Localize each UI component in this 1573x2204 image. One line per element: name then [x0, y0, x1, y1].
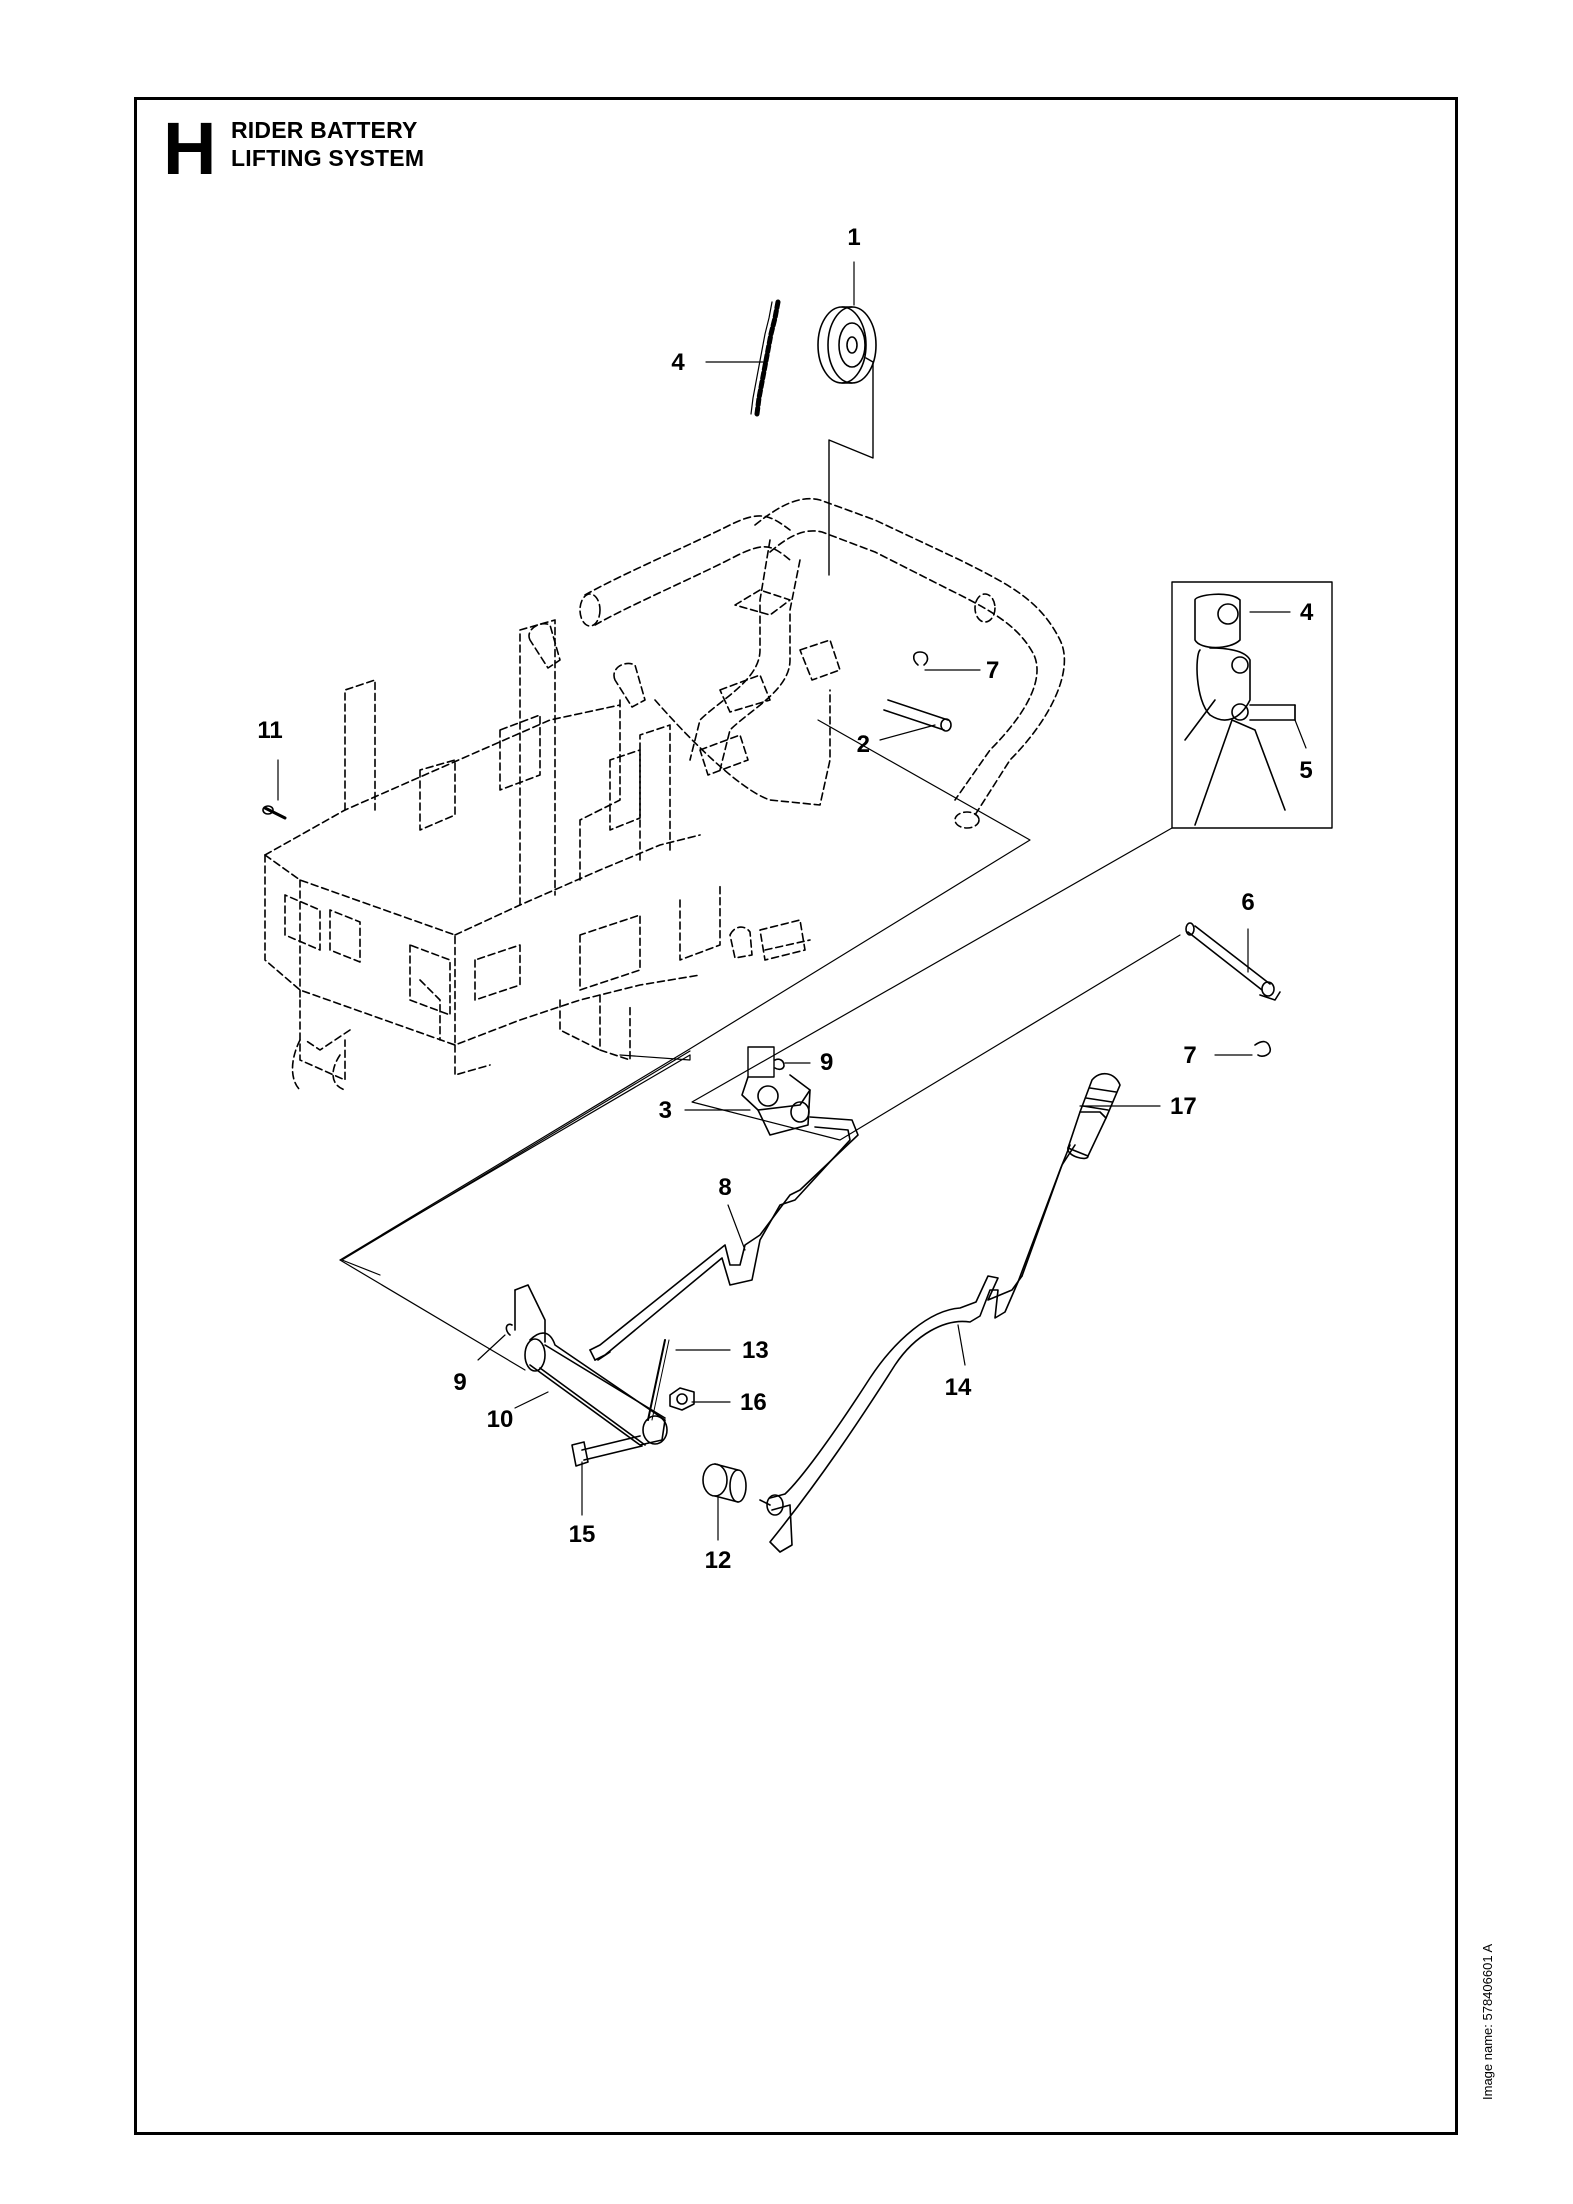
- bolt-part-11: [262, 805, 287, 820]
- callout-13: 13: [742, 1337, 769, 1364]
- callout-10: 10: [487, 1406, 514, 1433]
- nut-part-16: [669, 1387, 695, 1411]
- section-title-line1: RIDER BATTERY: [231, 117, 418, 143]
- callout-15: 15: [569, 1521, 596, 1548]
- callout-5-inset: 5: [1299, 757, 1312, 784]
- frame-tube: [579, 498, 1066, 829]
- bushing-part-12: [702, 1463, 747, 1503]
- pin-part-2: [883, 699, 952, 732]
- callout-2: 2: [857, 731, 870, 758]
- clip-part-9-lower: [505, 1323, 513, 1336]
- section-title: RIDER BATTERY LIFTING SYSTEM: [231, 116, 424, 172]
- callout-7-lower: 7: [1183, 1042, 1196, 1069]
- rod-part-8: [589, 1116, 859, 1361]
- callout-labels: 1 4 4 7 2 11 5 6 7 9 3 17 8 13 9 14 10 1…: [257, 224, 1314, 1574]
- callout-1: 1: [847, 224, 860, 251]
- callout-9-upper: 9: [820, 1049, 833, 1076]
- callout-4-upper: 4: [671, 349, 685, 376]
- pin-part-6: [1185, 922, 1281, 1001]
- bracket-part-3: [741, 1046, 811, 1136]
- section-letter: H: [163, 107, 217, 190]
- frame-chassis: [264, 589, 841, 1091]
- callout-leaders: [277, 261, 1307, 1541]
- chain-link-detail-inset: [1171, 581, 1333, 829]
- callout-4-inset: 4: [1300, 599, 1314, 626]
- clip-part-7-lower: [1254, 1040, 1272, 1057]
- clip-part-7-upper: [912, 651, 929, 666]
- chain: [750, 299, 781, 417]
- callout-17: 17: [1170, 1093, 1197, 1120]
- handle-knob-part-17: [1067, 1072, 1121, 1160]
- callout-9-lower: 9: [453, 1369, 466, 1396]
- pulley-wheel: [817, 306, 877, 384]
- image-name-caption: Image name: 578406601 A: [1480, 1943, 1495, 2100]
- callout-11: 11: [257, 717, 282, 744]
- callout-7-upper: 7: [986, 657, 999, 684]
- page-frame: [134, 97, 1458, 2135]
- callout-12: 12: [705, 1547, 732, 1574]
- bolt-part-15: [571, 1435, 643, 1467]
- shaft-part-10: [514, 1284, 668, 1446]
- lever-part-14: [759, 1144, 1076, 1553]
- spring-pin-part-13: [647, 1339, 670, 1421]
- callout-8: 8: [718, 1174, 731, 1201]
- callout-3: 3: [659, 1097, 672, 1124]
- section-title-line2: LIFTING SYSTEM: [231, 145, 425, 171]
- callout-6: 6: [1241, 889, 1254, 916]
- callout-16: 16: [740, 1389, 767, 1416]
- callout-14: 14: [945, 1374, 972, 1401]
